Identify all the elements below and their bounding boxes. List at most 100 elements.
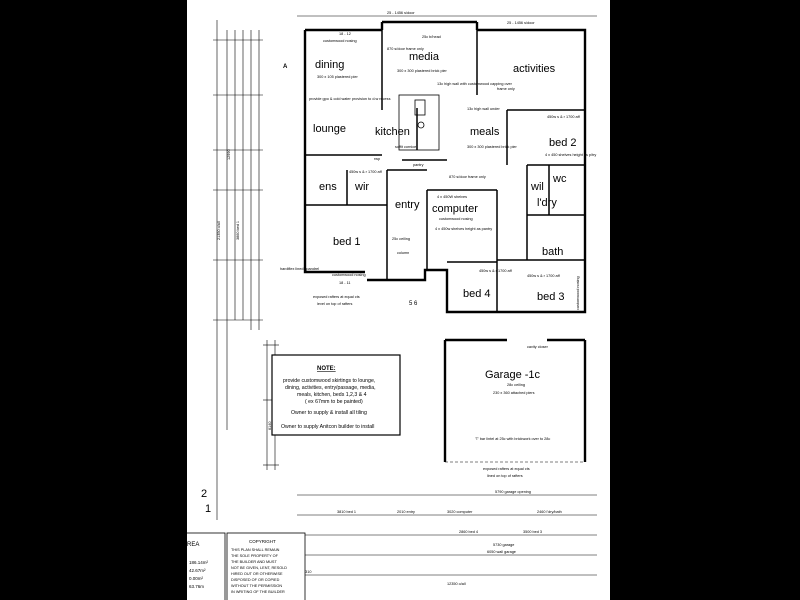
room-wir: wir [354, 181, 369, 193]
ann-bed2-shelves-a: 450w s & r 1700 aff [547, 115, 581, 119]
ann-pantry: pantry [413, 163, 424, 167]
room-bath: bath [542, 246, 563, 258]
copyright-line-8: IN WRITING OF THE BUILDER [231, 590, 285, 594]
ann-garage-rafters2: lined on top of rafters [487, 474, 523, 478]
room-entry: entry [395, 199, 420, 211]
ann-computer-nosing: customwood nosing [439, 217, 473, 221]
dim-bed1: 3810 bed 1 [337, 510, 356, 514]
ann-meals-door: 870 s/door frame only [449, 175, 486, 179]
left-marker-2: 2 [201, 488, 207, 500]
ann-soffit: soffit cornice [395, 145, 416, 149]
ann-rafters2: level on top of rafters [317, 302, 353, 306]
dim-wall: 6050 wall garage [487, 550, 516, 554]
copyright-line-4: NOT BE GIVEN, LENT, RESOLD [231, 566, 287, 570]
bottom-dimension-lines [297, 494, 597, 576]
room-garage: Garage -1c [485, 369, 541, 381]
room-computer: computer [432, 203, 478, 215]
dim-3860: 3860 bed 1 [236, 221, 240, 240]
room-bed2: bed 2 [549, 137, 577, 149]
dim-6140: 6140 [268, 422, 272, 430]
ann-hardiflex: hardiflex lined spandrel [280, 267, 319, 271]
ann-cavity-closer: cavity closer [527, 345, 549, 349]
garage-walls [443, 338, 587, 462]
note-line-5: Owner to supply & install all tiling [291, 410, 367, 416]
note-line-3: meals, kitchen, beds 1,2,3 & 4 [297, 392, 367, 398]
ann-gpo: provide gpo & cold water provision to d.… [309, 97, 391, 101]
ann-garage-rafters: exposed rafters at equal cts [483, 467, 530, 471]
ann-computer-shelves: 4 x 450w shelves height as pantry [435, 227, 492, 231]
house-interior-walls [305, 30, 585, 312]
ann-column: column [397, 251, 409, 255]
ann-garage-lintel: 'T' bar lintel at 25c with brickwork ove… [475, 437, 550, 441]
area-value-4: 63.76m [189, 584, 204, 589]
rwp-1: rwp [374, 157, 380, 161]
ann-ens-shelves: 450w s & r 1700 aff [349, 170, 383, 174]
note-line-2: dining, activities, entry/passage, media… [285, 385, 376, 391]
note-title: NOTE: [317, 366, 336, 372]
copyright-line-7: WITHOUT THE PERMISSION [231, 584, 282, 588]
ann-bed3-shelves: 450w s & r 1700 aff [527, 274, 561, 278]
room-ens: ens [319, 181, 337, 193]
copyright-line-2: THE SOLE PROPERTY OF [231, 554, 279, 558]
dim-bed4: 2860 bed 4 [459, 530, 478, 534]
room-lounge: lounge [313, 123, 346, 135]
copyright-line-3: THE BUILDER AND MUST [231, 560, 277, 564]
ann-bed1-window: 18 - 11 [339, 281, 351, 285]
ann-ceiling-25: 25c ceiling [392, 237, 410, 241]
ann-bed4-shelves: 450w s & r 1700 aff [479, 269, 513, 273]
north-marker: A [283, 64, 288, 70]
room-meals: meals [470, 126, 500, 138]
top-sidoor-right: 25 - 1456 s/door [507, 21, 535, 25]
top-sidoor-left: 25 - 1456 s/door [387, 11, 415, 15]
ann-dining-pier: 300 x 105 plastered pier [317, 75, 358, 79]
note-box [271, 354, 401, 436]
dim-garage-opening: 5790 garage opening [495, 490, 531, 494]
room-dining: dining [315, 59, 344, 71]
area-value-2: 42.67m² [189, 568, 206, 573]
room-wil: wil [530, 181, 544, 193]
ann-bed2-shelves-b: 4 x 450 shelves height as p/try [545, 153, 596, 157]
ann-meals-pier: 300 x 300 plastered brick pier [467, 145, 518, 149]
room-bed4: bed 4 [463, 288, 491, 300]
ann-bed3-nosing: customwood nosing [576, 276, 580, 310]
room-ldry: l'dry [537, 197, 557, 209]
note-line-6: Owner to supply Anitcon builder to insta… [281, 424, 374, 430]
ann-high-wall-under: 13c high wall under [467, 107, 500, 111]
ann-media-bhead: 25c b/head [422, 35, 441, 39]
copyright-line-1: THIS PLAN SHALL REMAIN [231, 548, 280, 552]
copyright-line-6: DISPOSED OF OR COPIED [231, 578, 280, 582]
copyright-title: COPYRIGHT [249, 539, 276, 544]
page-marker: 5 6 [409, 301, 418, 307]
ann-dining-window: 18 - 12 [339, 32, 351, 36]
room-activities: activities [513, 63, 556, 75]
ann-garage-ceiling: 28c ceiling [507, 383, 525, 387]
dim-12990: 12990 [227, 149, 231, 160]
dim-bed3: 3500 bed 3 [523, 530, 542, 534]
dim-4310: 4310 [303, 570, 311, 574]
dim-entry: 2010 entry [397, 510, 415, 514]
dim-ldry: 2460 l'dry/bath [537, 510, 562, 514]
copyright-line-5: HIRED OUT OR OTHERWISE [231, 572, 283, 576]
room-kitchen: kitchen [375, 126, 410, 138]
ann-sidoor-frame: 870 s/door frame only [387, 47, 424, 51]
note-line-1: provide customwood skirtings to lounge, [283, 378, 375, 384]
room-bed1: bed 1 [333, 236, 361, 248]
ann-plastered-pier: 300 x 300 plastered brick pier [397, 69, 448, 73]
room-media: media [409, 51, 440, 63]
area-box [187, 532, 226, 600]
dim-overall-bottom: 12350 o/all [447, 582, 466, 586]
floor-plan-sheet: 21350 o/all 12990 3860 bed 1 6140 25 - 1… [187, 0, 610, 600]
ann-high-wall: 13c high wall with customwood capping ov… [437, 82, 513, 86]
dim-garage: 5730 garage [493, 543, 514, 547]
left-marker-1: 1 [205, 503, 211, 515]
floor-plan-drawing: 21350 o/all 12990 3860 bed 1 6140 25 - 1… [187, 11, 597, 600]
ann-rafters: exposed rafters at equal cts [313, 295, 360, 299]
ann-garage-piers: 230 x 360 attached piers [493, 391, 535, 395]
kitchen-bench [398, 94, 440, 151]
ann-bed1-nosing: customwood nosing [332, 273, 366, 277]
copyright-box [226, 532, 306, 600]
left-dimension-lines [216, 20, 276, 520]
left-dimension-ticks [213, 39, 279, 466]
room-wc: wc [552, 173, 567, 185]
area-label: REA [187, 542, 199, 548]
